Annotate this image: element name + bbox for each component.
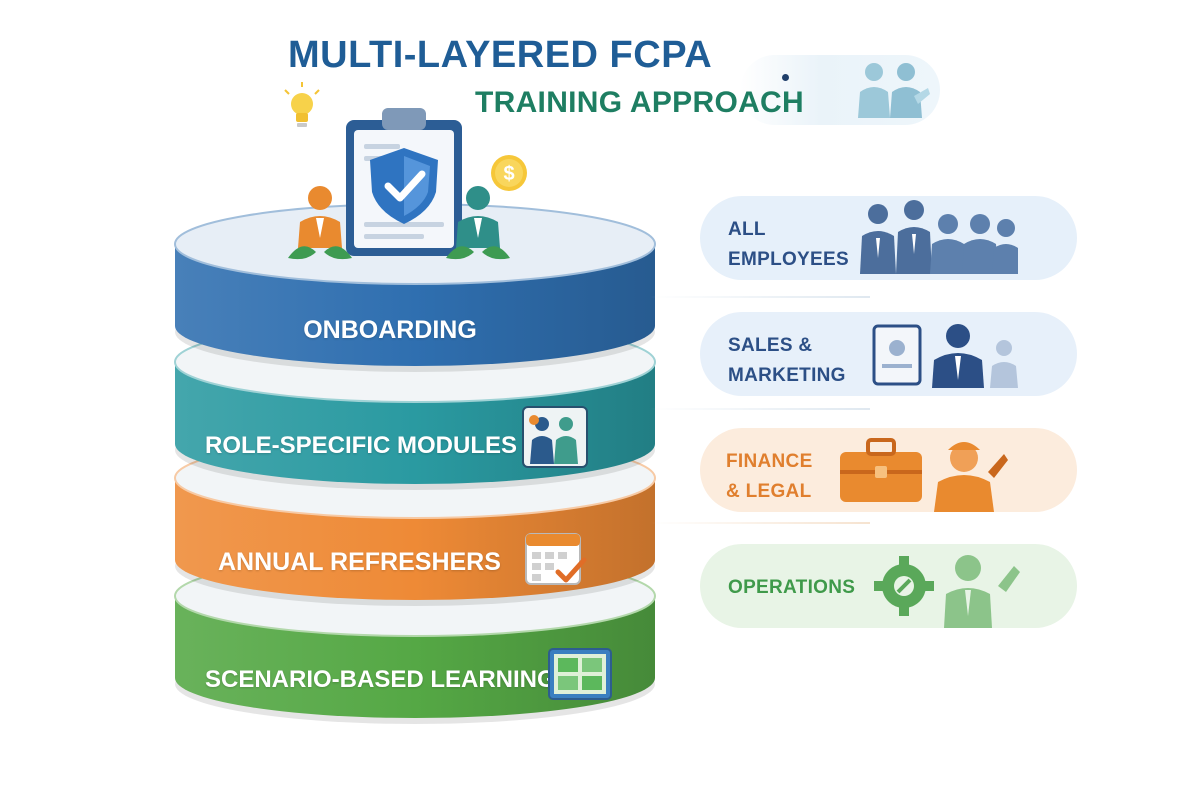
group-of-employees-icon [860,200,1018,274]
title-line-1: MULTI-LAYERED FCPA [288,34,713,76]
lightbulb-icon [284,82,320,127]
briefcase-worker-icon [840,438,1008,512]
layer-label-annual-refreshers: ANNUAL REFRESHERS [218,548,501,576]
title-dot [782,74,789,81]
dollar-coin-icon: $ [491,155,527,191]
team-icon [858,63,930,118]
person-teal-icon [446,186,510,260]
layer-label-onboarding: ONBOARDING [303,316,477,344]
layer-label-scenario-based: SCENARIO-BASED LEARNING [205,666,556,693]
salesperson-with-tablet-icon [872,324,1018,388]
clipboard-shield-check-icon [346,108,462,256]
audience-label-sales-marketing: SALES &MARKETING [728,335,846,386]
role-people-icon [522,406,588,468]
person-orange-icon [288,186,352,260]
calendar-check-icon [525,533,587,585]
layer-label-role-specific: ROLE-SPECIFIC MODULES [205,432,518,459]
svg-text:$: $ [503,163,514,185]
audience-label-operations: OPERATIONS [728,577,856,598]
scenario-board-icon [548,648,612,700]
connector-3 [650,522,870,524]
title-line-2: TRAINING APPROACH [475,86,804,119]
gear-worker-icon [874,555,1020,628]
connector-1 [650,296,870,298]
connector-2 [650,408,870,410]
audience-label-finance-legal: FINANCE& LEGAL [726,451,813,502]
